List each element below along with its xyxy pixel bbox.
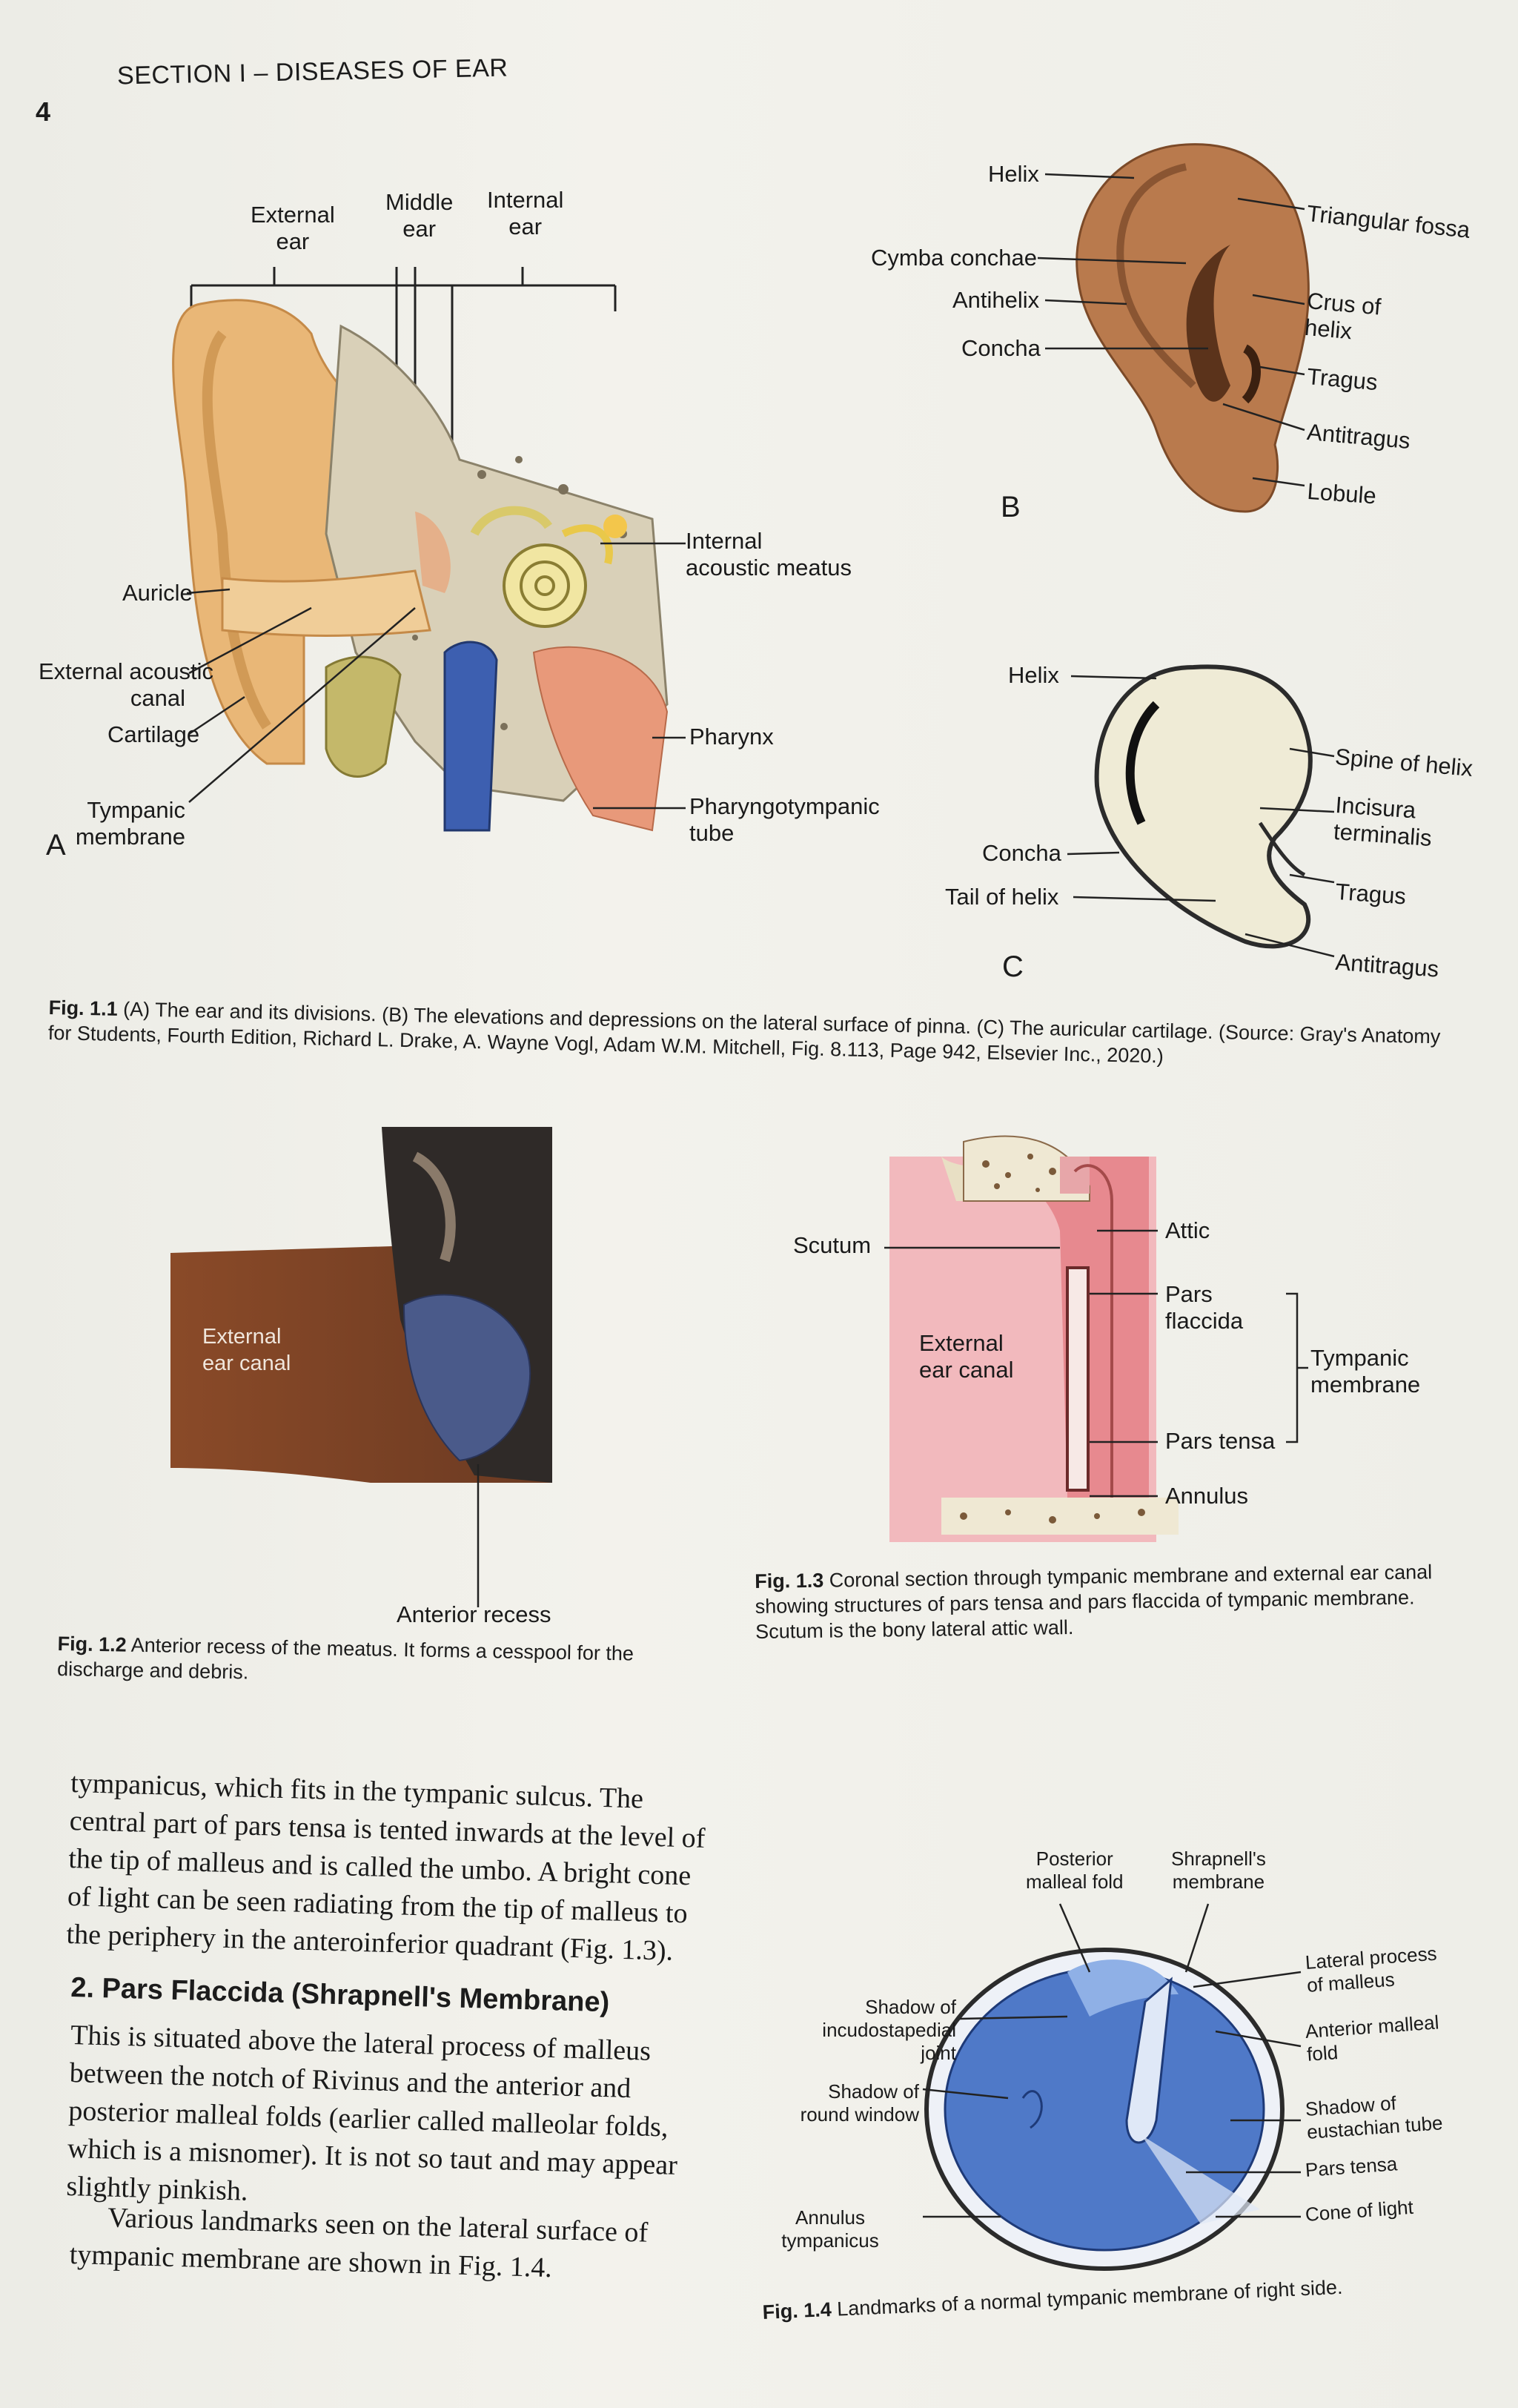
label-external-acoustic-canal: External acoustic canal xyxy=(39,658,214,711)
label-shrapnells-membrane: Shrapnell's membrane xyxy=(1171,1848,1266,1893)
label-external-ear-canal-fig2: External ear canal xyxy=(202,1325,291,1375)
fig-1-2-anterior-recess-photo xyxy=(170,1127,552,1607)
fig-1-4-caption-id: Fig. 1.4 xyxy=(762,2298,832,2323)
label-anterior-recess: Anterior recess xyxy=(397,1601,551,1627)
label-annulus-tympanicus: Annulus tympanicus xyxy=(781,2206,879,2252)
label-shadow-of-eustachian-tube: Shadow of eustachian tube xyxy=(1305,2091,1444,2143)
label-shadow-of-round-window: Shadow of round window xyxy=(800,2080,919,2126)
label-helix-b: Helix xyxy=(988,161,1039,187)
label-posterior-malleal-fold: Posterior malleal fold xyxy=(1026,1848,1124,1893)
label-shadow-of-incudostapedial-joint: Shadow of incudostapedial joint xyxy=(822,1996,956,2064)
label-pharyngotympanic-tube: Pharyngotympanic tube xyxy=(689,793,880,846)
label-annulus: Annulus xyxy=(1165,1483,1249,1509)
label-concha-c: Concha xyxy=(982,840,1061,866)
label-tympanic-membrane-a: Tympanic membrane xyxy=(75,797,185,850)
label-attic: Attic xyxy=(1165,1217,1210,1243)
label-external-ear-canal-fig3: External ear canal xyxy=(919,1330,1014,1383)
label-scutum: Scutum xyxy=(793,1232,872,1258)
label-internal-ear: Internal ear xyxy=(487,187,564,239)
panel-letter-b: B xyxy=(1001,491,1021,523)
panel-letter-a: A xyxy=(46,829,66,861)
label-antihelix: Antihelix xyxy=(952,287,1040,313)
label-concha-b: Concha xyxy=(961,335,1041,361)
label-pharynx: Pharynx xyxy=(689,724,774,750)
label-cartilage: Cartilage xyxy=(107,721,200,747)
label-auricle: Auricle xyxy=(122,580,193,606)
label-pars-tensa-fig3: Pars tensa xyxy=(1165,1428,1276,1454)
label-helix-c: Helix xyxy=(1008,662,1059,688)
label-external-ear: External ear xyxy=(251,202,335,254)
label-middle-ear: Middle ear xyxy=(385,189,454,242)
label-tail-of-helix: Tail of helix xyxy=(945,884,1059,910)
fig-1-1a-ear-illustration xyxy=(172,267,686,832)
label-anterior-malleal-fold: Anterior malleal fold xyxy=(1305,2011,1440,2065)
fig-1-1c-auricular-cartilage-illustration xyxy=(1067,664,1335,958)
label-internal-acoustic-meatus: Internal acoustic meatus xyxy=(686,528,852,580)
fig-1-3-coronal-section-diagram xyxy=(884,1135,1308,1542)
page-number: 4 xyxy=(36,96,51,127)
label-cymba-conchae: Cymba conchae xyxy=(871,245,1038,271)
label-tympanic-membrane-fig3: Tympanic membrane xyxy=(1310,1345,1421,1398)
panel-letter-c: C xyxy=(1002,950,1024,983)
label-lateral-process-of-malleus: Lateral process of malleus xyxy=(1305,1942,1438,1997)
label-pars-flaccida: Pars flaccida xyxy=(1165,1281,1244,1334)
fig-1-1b-pinna-illustration xyxy=(1037,143,1310,513)
